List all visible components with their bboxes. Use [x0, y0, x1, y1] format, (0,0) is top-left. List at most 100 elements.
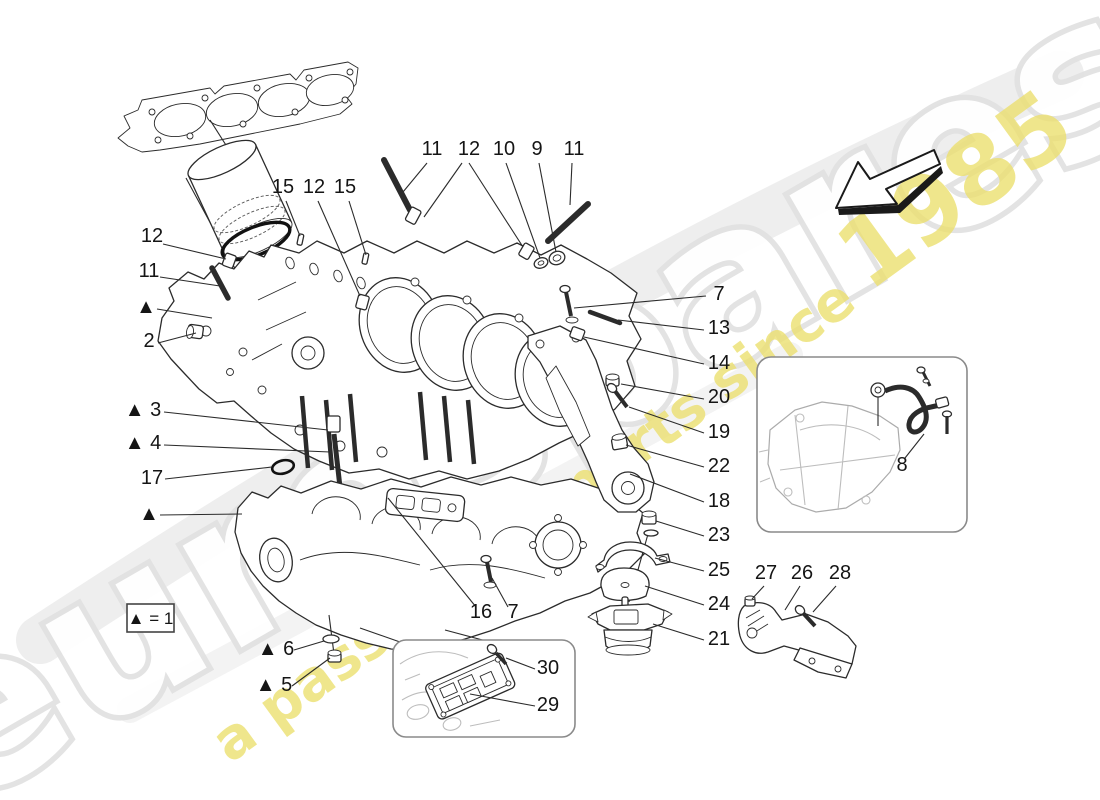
- nut-22: [610, 433, 629, 451]
- engine-mount-bracket-drawing: [527, 284, 655, 513]
- bolt-19: [606, 382, 629, 409]
- leader-line-5: [285, 200, 301, 237]
- upper-crankcase-drawing: [157, 240, 642, 480]
- callout-label-31: 8: [896, 454, 907, 476]
- bearing-bridge-plate-16: [384, 487, 466, 523]
- triangle-legend: ▲ = 1: [126, 603, 175, 633]
- callout-label-11: 2: [143, 330, 154, 352]
- callout-label-32: 27: [755, 562, 777, 584]
- hose-bolt: [941, 410, 953, 434]
- leader-line-26: [629, 473, 705, 503]
- spacer-12-c: [355, 293, 370, 311]
- leader-line-33: [784, 585, 801, 611]
- artwork-layer: ▲ = 1: [117, 61, 968, 738]
- stud-and-plug-fasteners: [185, 157, 591, 340]
- callout-label-10: ▲: [136, 296, 156, 318]
- direction-arrow-icon: [835, 149, 943, 215]
- leader-line-16: [293, 640, 325, 651]
- callout-label-9: 11: [139, 260, 160, 282]
- leader-line-31: [904, 433, 925, 459]
- bolt-7-upper: [559, 284, 579, 324]
- leader-line-7: [348, 200, 367, 256]
- gearbox-ghost-drawing: [758, 401, 901, 513]
- callout-label-34: 28: [829, 562, 851, 584]
- callout-label-5: 15: [272, 176, 294, 198]
- callout-label-33: 26: [791, 562, 813, 584]
- callout-label-26: 18: [708, 490, 730, 512]
- leader-line-23: [620, 383, 705, 400]
- leader-line-0: [402, 162, 428, 193]
- inset-oil-hose-box: [756, 356, 968, 533]
- leader-line-1: [468, 162, 524, 248]
- callout-label-14: 17: [141, 467, 163, 489]
- leader-line-25: [625, 444, 705, 468]
- leader-line-29: [644, 585, 705, 606]
- leader-line-13: [163, 444, 331, 453]
- nut-27: [744, 595, 756, 607]
- baffle-plate-drawing: [425, 652, 516, 720]
- callout-label-23: 20: [708, 386, 730, 408]
- leader-line-24: [628, 406, 705, 434]
- support-bracket-drawing: [737, 595, 857, 679]
- callout-label-30: 21: [708, 628, 730, 650]
- stud-11-left: [381, 157, 413, 213]
- leader-line-12: [163, 411, 329, 431]
- nut-23: [641, 510, 657, 525]
- leader-line-17: [291, 657, 331, 687]
- head-gasket-drawing: [117, 61, 359, 153]
- callout-label-0: 11: [422, 138, 443, 160]
- stud-13: [587, 309, 623, 326]
- engine-mount-21: [587, 596, 673, 656]
- leader-line-35: [505, 657, 536, 670]
- callout-label-12: ▲ 3: [125, 399, 161, 421]
- callout-label-1: 12: [458, 138, 480, 160]
- legend-label: ▲ = 1: [128, 609, 174, 628]
- leader-line-4: [569, 162, 573, 206]
- callout-label-35: 30: [537, 657, 559, 679]
- plug-2: [185, 323, 205, 340]
- pin-15-b: [361, 252, 370, 265]
- callout-label-7: 15: [334, 176, 356, 198]
- leader-line-28: [654, 557, 705, 572]
- spacer-14: [569, 326, 586, 342]
- inset-plate-box: [359, 627, 576, 738]
- spacer-12-a: [404, 206, 422, 225]
- callout-label-19: 7: [507, 601, 518, 623]
- washer-6: [322, 634, 340, 644]
- banjo-bolt: [916, 366, 932, 387]
- leader-line-14: [164, 466, 273, 480]
- callout-label-28: 25: [708, 559, 730, 581]
- piston-ring-drawing: [220, 220, 292, 262]
- callout-label-13: ▲ 4: [125, 432, 161, 454]
- callout-label-2: 10: [493, 138, 515, 160]
- callout-label-18: 16: [470, 601, 492, 623]
- callout-label-27: 23: [708, 524, 730, 546]
- callout-label-20: 7: [713, 283, 724, 305]
- leader-line-15: [159, 513, 243, 516]
- leader-line-3: [538, 162, 557, 253]
- callout-label-16: ▲ 6: [258, 638, 294, 660]
- leader-line-1: [423, 162, 463, 218]
- leader-line-10: [156, 308, 213, 319]
- spacer-3: [326, 415, 341, 433]
- stud-11-right: [545, 201, 591, 244]
- leader-line-21: [617, 319, 705, 331]
- callout-label-22: 14: [708, 352, 730, 374]
- stud-11-far-left: [209, 265, 231, 301]
- leader-line-22: [583, 336, 705, 365]
- leader-line-6: [317, 200, 361, 297]
- bolt-30: [486, 643, 508, 666]
- callout-label-21: 13: [708, 317, 730, 339]
- callout-label-15: ▲: [139, 503, 159, 525]
- callout-label-4: 11: [564, 138, 585, 160]
- leader-line-18: [387, 497, 477, 608]
- leader-line-2: [505, 162, 541, 259]
- leader-line-30: [652, 623, 705, 641]
- callout-label-6: 12: [303, 176, 325, 198]
- leader-line-32: [751, 585, 765, 600]
- callout-label-24: 19: [708, 421, 730, 443]
- leader-line-8: [162, 243, 227, 260]
